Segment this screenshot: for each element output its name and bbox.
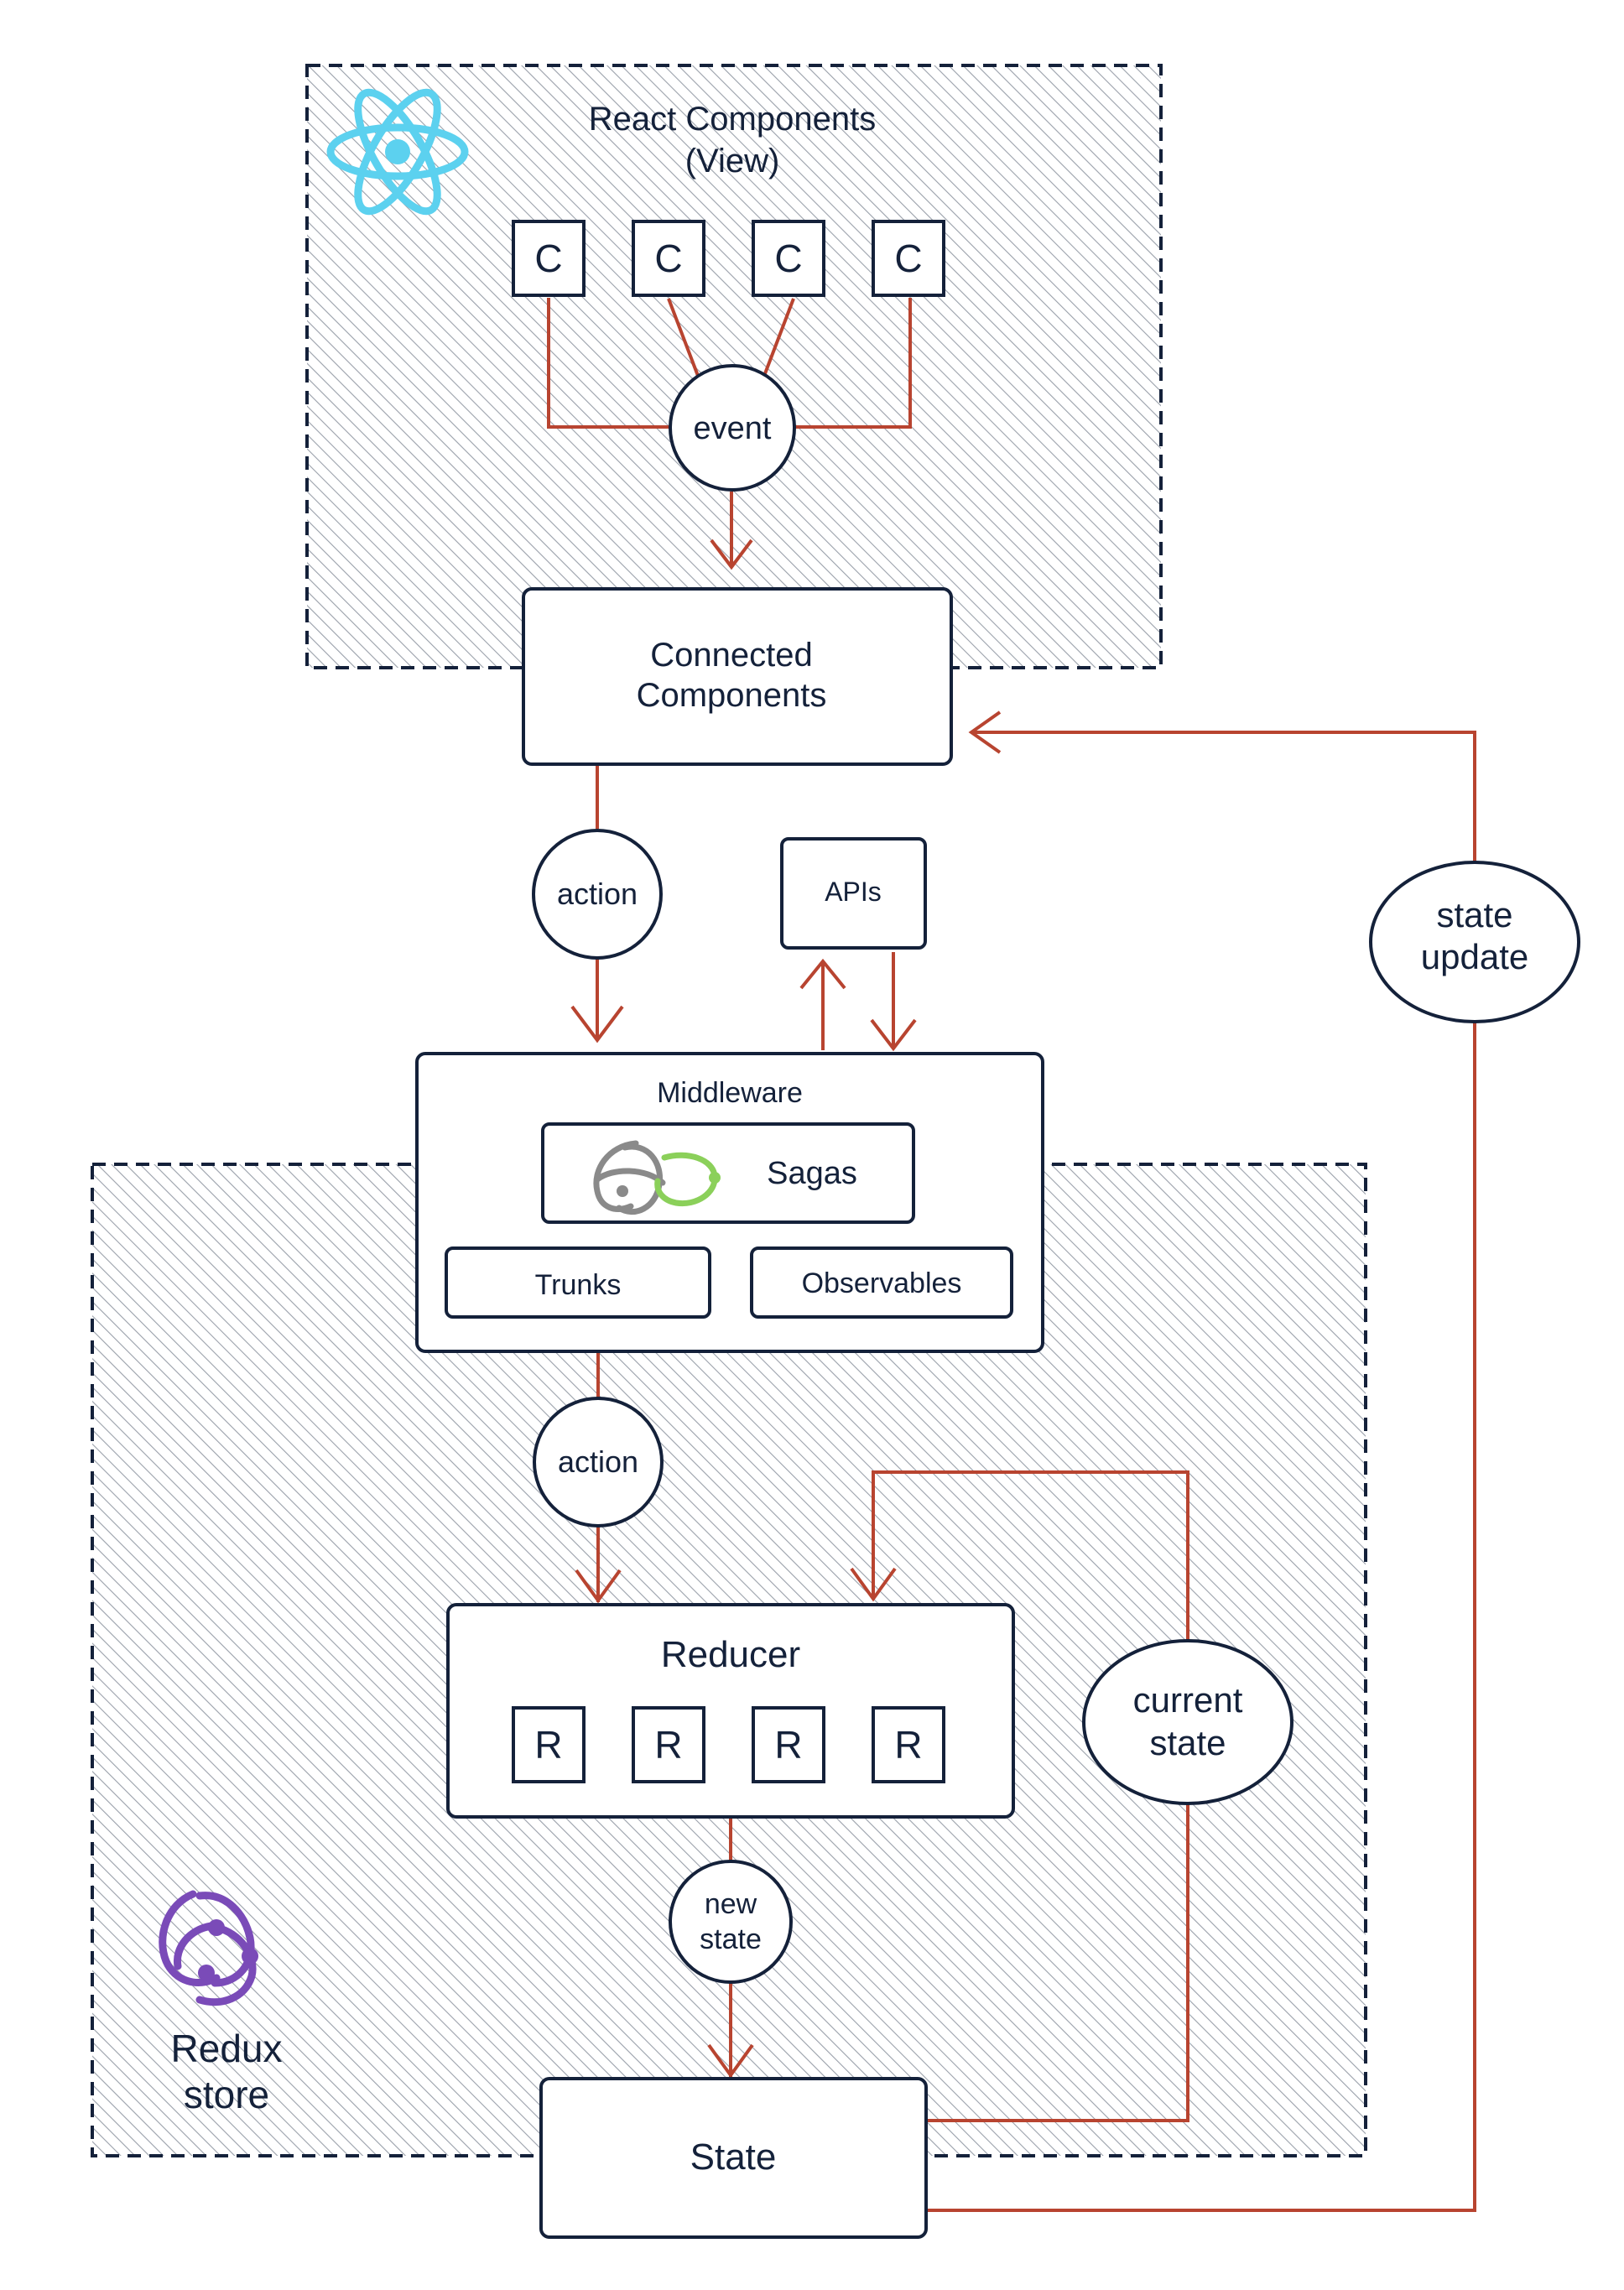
apis-box: APIs xyxy=(780,837,927,950)
state-box: State xyxy=(539,2077,928,2239)
component-box: C xyxy=(512,220,586,297)
sagas-label: Sagas xyxy=(767,1156,857,1191)
apis-label: APIs xyxy=(825,877,882,907)
event-label: event xyxy=(694,411,772,446)
trunks-box: Trunks xyxy=(445,1246,711,1319)
reducer-item: R xyxy=(872,1706,945,1783)
observables-box: Observables xyxy=(750,1246,1013,1319)
state-update-label-line2: update xyxy=(1421,937,1528,976)
redux-store-label-line1: Redux xyxy=(171,2027,283,2070)
react-zone-subtitle: (View) xyxy=(685,143,780,180)
observables-label: Observables xyxy=(802,1267,962,1299)
reducer-item-label: R xyxy=(534,1723,562,1767)
current-state-label-line1: current xyxy=(1133,1680,1243,1720)
component-label: C xyxy=(774,237,802,280)
component-label: C xyxy=(534,237,562,280)
connected-components-box: Connected Components xyxy=(522,587,953,766)
reducer-item: R xyxy=(632,1706,705,1783)
action-label: action xyxy=(558,1444,638,1479)
component-box: C xyxy=(752,220,825,297)
new-state-bubble: new state xyxy=(669,1860,793,1984)
connected-components-label-line2: Components xyxy=(637,677,827,714)
saga-logo-icon xyxy=(593,1140,721,1215)
current-state-bubble: current state xyxy=(1082,1639,1293,1805)
component-label: C xyxy=(894,237,922,280)
new-state-label-line2: state xyxy=(700,1923,762,1955)
reducer-box: Reducer R R R R xyxy=(446,1603,1015,1819)
component-box: C xyxy=(632,220,705,297)
reducer-item-label: R xyxy=(654,1723,682,1767)
event-bubble: event xyxy=(669,364,796,492)
action-label: action xyxy=(557,877,638,911)
reducer-item: R xyxy=(752,1706,825,1783)
current-state-label-line2: state xyxy=(1149,1723,1226,1762)
middleware-box: Middleware Sagas Trunks Observables xyxy=(415,1052,1044,1353)
component-box: C xyxy=(872,220,945,297)
state-update-bubble: state update xyxy=(1369,861,1580,1023)
react-zone-title: React Components xyxy=(589,101,876,138)
trunks-label: Trunks xyxy=(535,1269,622,1301)
reducer-title: Reducer xyxy=(661,1634,800,1675)
state-label: State xyxy=(690,2136,777,2178)
action-bubble: action xyxy=(532,829,663,960)
reducer-item-label: R xyxy=(894,1723,922,1767)
react-logo-icon xyxy=(326,88,469,216)
middleware-title: Middleware xyxy=(657,1077,803,1109)
reducer-item-label: R xyxy=(774,1723,802,1767)
connected-components-label-line1: Connected xyxy=(650,637,812,674)
redux-logo-icon xyxy=(159,1890,258,2006)
action-bubble: action xyxy=(533,1397,664,1528)
reducer-item: R xyxy=(512,1706,586,1783)
sagas-box: Sagas xyxy=(541,1122,915,1224)
connectors xyxy=(547,298,1476,2212)
state-update-label-line1: state xyxy=(1436,895,1512,934)
new-state-label-line1: new xyxy=(705,1888,757,1920)
redux-store-label-line2: store xyxy=(184,2073,269,2116)
component-label: C xyxy=(654,237,682,280)
